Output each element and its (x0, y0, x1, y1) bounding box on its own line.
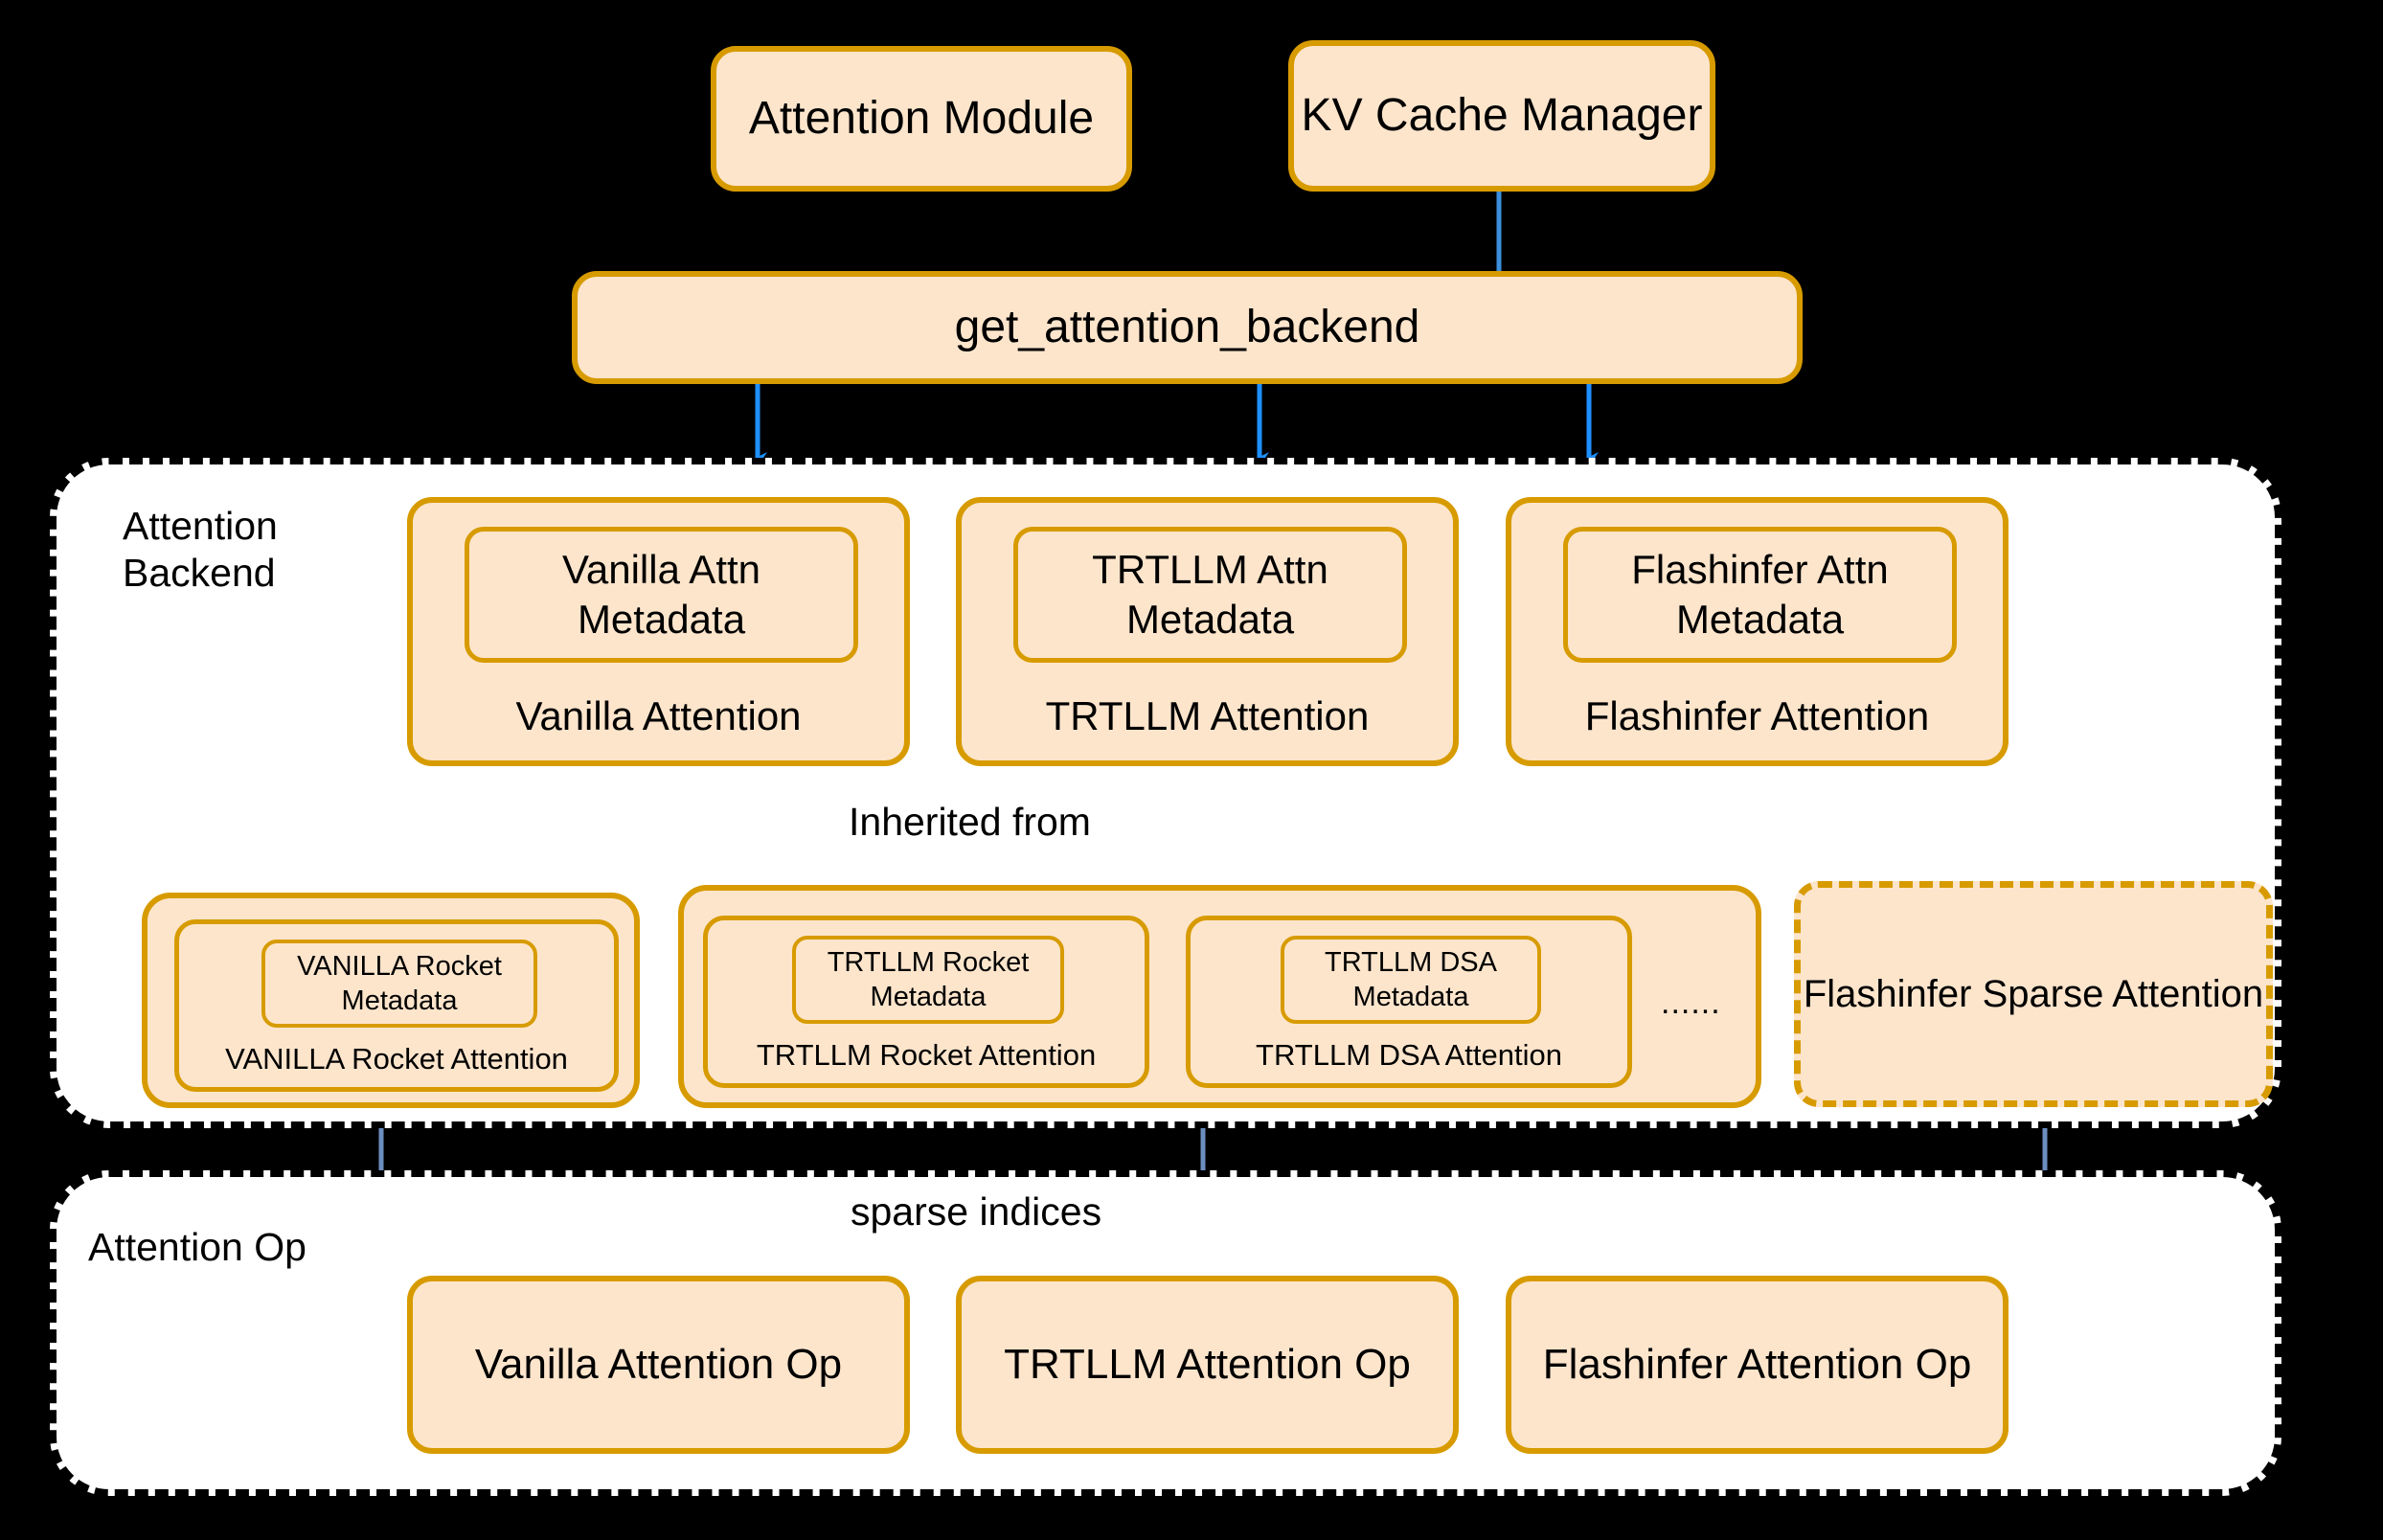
kv-cache-manager-box[interactable]: KV Cache Manager (1288, 40, 1715, 192)
trtllm-rocket-metadata-chip[interactable]: TRTLLM Rocket Metadata (792, 936, 1064, 1024)
flashinfer-attention-caption: Flashinfer Attention (1584, 693, 1930, 738)
trtllm-rocket-attention-card[interactable]: TRTLLM Rocket Metadata TRTLLM Rocket Att… (703, 916, 1149, 1088)
trtllm-dsa-metadata-label: TRTLLM DSA Metadata (1325, 946, 1497, 1012)
trtllm-attention-card[interactable]: TRTLLM Attn Metadata TRTLLM Attention (956, 497, 1459, 766)
vanilla-attn-metadata-chip[interactable]: Vanilla Attn Metadata (465, 527, 858, 663)
flashinfer-attention-card[interactable]: Flashinfer Attn Metadata Flashinfer Atte… (1506, 497, 2009, 766)
flashinfer-attn-metadata-chip[interactable]: Flashinfer Attn Metadata (1563, 527, 1957, 663)
vanilla-rocket-attention-caption: VANILLA Rocket Attention (225, 1042, 568, 1076)
trtllm-rocket-metadata-label: TRTLLM Rocket Metadata (827, 946, 1030, 1012)
flashinfer-sparse-attention-label: Flashinfer Sparse Attention (1803, 973, 2264, 1015)
vanilla-attention-op-label: Vanilla Attention Op (474, 1340, 843, 1388)
trtllm-rocket-attention-caption: TRTLLM Rocket Attention (756, 1038, 1097, 1072)
flashinfer-attn-metadata-label: Flashinfer Attn Metadata (1631, 546, 1889, 643)
trtllm-dsa-attention-caption: TRTLLM DSA Attention (1256, 1038, 1562, 1072)
flashinfer-attention-op-label: Flashinfer Attention Op (1542, 1340, 1972, 1388)
more-sparse-backends-ellipsis: ...... (1661, 985, 1721, 1021)
vanilla-sparse-group: VANILLA Rocket Metadata VANILLA Rocket A… (142, 893, 640, 1108)
vanilla-attention-card[interactable]: Vanilla Attn Metadata Vanilla Attention (407, 497, 910, 766)
flashinfer-sparse-attention-box[interactable]: Flashinfer Sparse Attention (1794, 881, 2273, 1107)
sparse-indices-label: sparse indices (851, 1189, 1102, 1234)
trtllm-sparse-group: TRTLLM Rocket Metadata TRTLLM Rocket Att… (678, 885, 1761, 1108)
attention-module-box[interactable]: Attention Module (711, 46, 1132, 192)
get-attention-backend-box[interactable]: get_attention_backend (572, 271, 1803, 384)
vanilla-attention-caption: Vanilla Attention (515, 693, 802, 738)
trtllm-dsa-attention-card[interactable]: TRTLLM DSA Metadata TRTLLM DSA Attention (1186, 916, 1632, 1088)
attention-backend-section-label: Attention Backend (123, 504, 278, 596)
attention-op-section-label: Attention Op (88, 1225, 306, 1269)
trtllm-attention-op-label: TRTLLM Attention Op (1004, 1340, 1411, 1388)
trtllm-attention-op-box[interactable]: TRTLLM Attention Op (956, 1276, 1459, 1454)
vanilla-rocket-metadata-chip[interactable]: VANILLA Rocket Metadata (261, 940, 537, 1028)
trtllm-attention-caption: TRTLLM Attention (1045, 693, 1370, 738)
get-attention-backend-label: get_attention_backend (954, 302, 1420, 353)
vanilla-attention-op-box[interactable]: Vanilla Attention Op (407, 1276, 910, 1454)
trtllm-attn-metadata-label: TRTLLM Attn Metadata (1092, 546, 1328, 643)
inherited-from-label: Inherited from (849, 800, 1091, 844)
attention-module-label: Attention Module (748, 93, 1095, 145)
flashinfer-attention-op-box[interactable]: Flashinfer Attention Op (1506, 1276, 2009, 1454)
trtllm-dsa-metadata-chip[interactable]: TRTLLM DSA Metadata (1281, 936, 1541, 1024)
vanilla-rocket-attention-card[interactable]: VANILLA Rocket Metadata VANILLA Rocket A… (174, 919, 619, 1092)
vanilla-attn-metadata-label: Vanilla Attn Metadata (561, 546, 761, 643)
trtllm-attn-metadata-chip[interactable]: TRTLLM Attn Metadata (1013, 527, 1407, 663)
kv-cache-manager-label: KV Cache Manager (1301, 90, 1703, 142)
vanilla-rocket-metadata-label: VANILLA Rocket Metadata (297, 950, 502, 1016)
